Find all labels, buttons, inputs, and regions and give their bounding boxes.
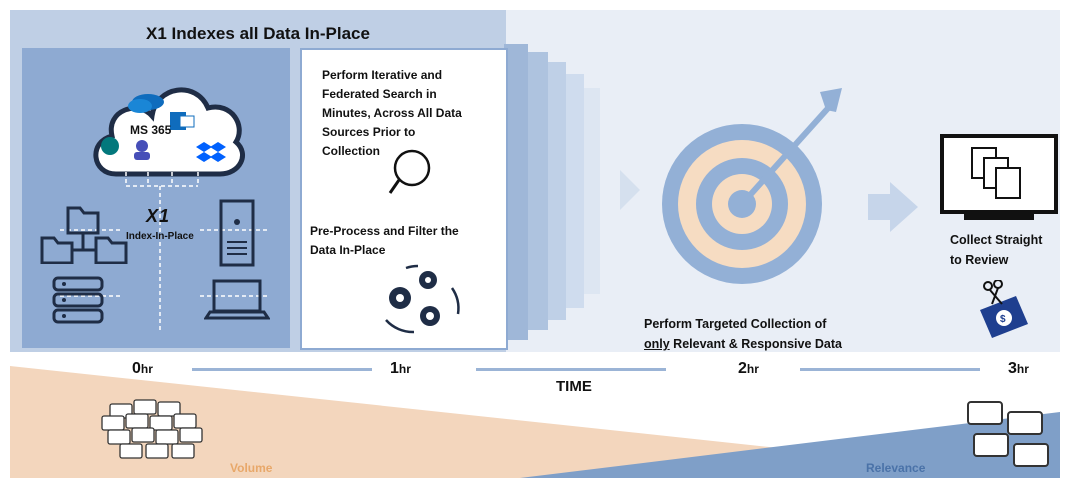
volume-relevance-band bbox=[10, 366, 1060, 478]
cloud-icon bbox=[93, 87, 245, 177]
connector-lines bbox=[60, 172, 270, 332]
sharepoint-icon bbox=[101, 137, 119, 155]
index-in-place-label: Index-In-Place bbox=[126, 231, 194, 242]
timeline-label-1: 1hr bbox=[390, 360, 411, 377]
relevance-label: Relevance bbox=[866, 461, 926, 475]
disk-few-icon bbox=[967, 401, 1049, 467]
timeline-segment bbox=[192, 368, 372, 371]
timeline-label-0: 0hr bbox=[132, 360, 153, 377]
time-axis-label: TIME bbox=[556, 378, 592, 395]
filter-step-text: Pre-Process and Filter the Data In-Place bbox=[310, 224, 459, 257]
timeline-segment bbox=[800, 368, 980, 371]
gears-icon bbox=[385, 264, 460, 334]
timeline-segment bbox=[476, 368, 666, 371]
target-icon bbox=[662, 88, 842, 284]
timeline-label-3: 3hr bbox=[1008, 360, 1029, 377]
svg-text:$: $ bbox=[1000, 314, 1006, 325]
arrow-right-icon bbox=[868, 182, 918, 232]
desktop-tower-icon bbox=[219, 199, 255, 267]
targeted-collection-caption: Perform Targeted Collection of only Rele… bbox=[644, 317, 842, 351]
panel-title: X1 Indexes all Data In-Place bbox=[146, 24, 370, 43]
collect-review-label: Collect Straight to Review bbox=[950, 233, 1043, 267]
x1-logo: X1 bbox=[146, 206, 171, 226]
ms365-label: MS 365 bbox=[130, 123, 172, 137]
money-cut-icon: $ bbox=[980, 280, 1028, 338]
volume-label: Volume bbox=[230, 461, 273, 475]
disk-pile-icon bbox=[101, 399, 203, 459]
dropbox-icon bbox=[196, 142, 212, 152]
teams-icon bbox=[136, 140, 148, 152]
stacked-layers bbox=[504, 44, 640, 340]
folders-icon bbox=[40, 206, 128, 264]
relevance-wedge bbox=[520, 412, 1060, 478]
storage-server-icon bbox=[52, 276, 104, 324]
search-step-text: Perform Iterative and Federated Search i… bbox=[322, 68, 462, 158]
monitor-icon bbox=[940, 134, 1058, 220]
magnifier-icon bbox=[388, 149, 431, 194]
arrow-right-icon bbox=[620, 170, 640, 210]
timeline-label-2: 2hr bbox=[738, 360, 759, 377]
laptop-icon bbox=[204, 279, 270, 320]
